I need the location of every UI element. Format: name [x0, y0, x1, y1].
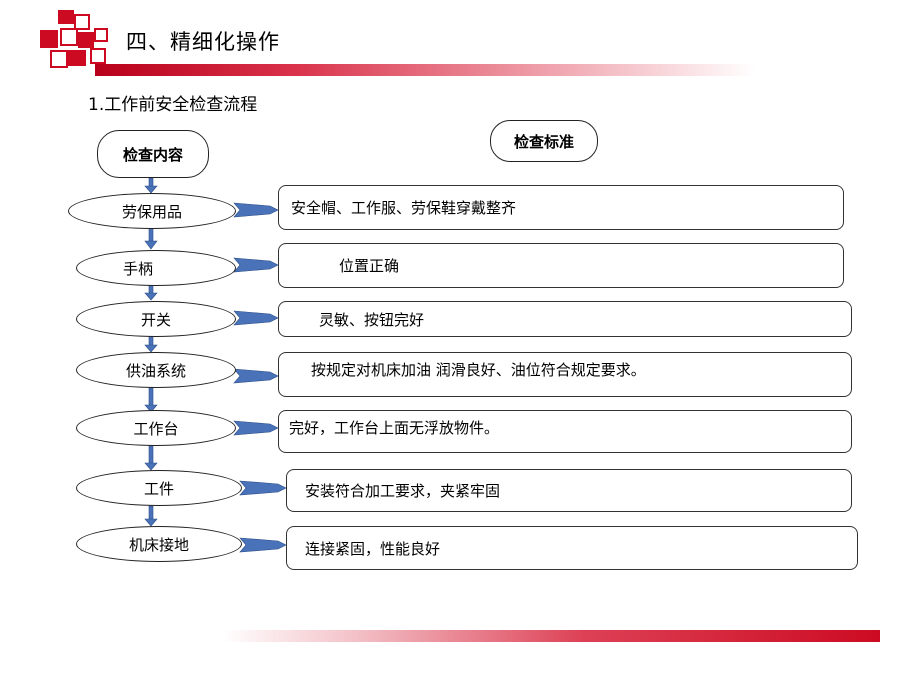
- footer-divider: [222, 630, 880, 642]
- right-arrow-7: [239, 537, 287, 553]
- down-arrow-3: [144, 283, 158, 301]
- standard-workpiece: 安装符合加工要求，夹紧牢固: [286, 469, 852, 512]
- down-arrow-6: [144, 445, 158, 471]
- item-ppe: 劳保用品: [68, 193, 236, 229]
- right-arrow-3: [233, 310, 279, 326]
- right-arrow-6: [239, 480, 287, 496]
- inspection-content-header: 检查内容: [97, 130, 209, 178]
- down-arrow-1: [144, 177, 158, 194]
- item-oil-system: 供油系统: [76, 352, 236, 388]
- logo-mark: [40, 10, 110, 70]
- item-workpiece: 工件: [76, 470, 242, 506]
- item-grounding: 机床接地: [76, 526, 242, 562]
- right-arrow-5: [233, 420, 279, 436]
- page-title: 四、精细化操作: [126, 30, 280, 54]
- down-arrow-7: [144, 505, 158, 527]
- down-arrow-5: [144, 387, 158, 413]
- item-worktable: 工作台: [76, 410, 236, 446]
- inspection-standard-header: 检查标准: [490, 120, 598, 162]
- standard-grounding: 连接紧固，性能良好: [286, 526, 858, 570]
- section-subtitle: 1.工作前安全检查流程: [88, 95, 258, 115]
- item-handle: 手柄: [76, 250, 236, 286]
- standard-oil-system: 按规定对机床加油 润滑良好、油位符合规定要求。: [278, 352, 852, 397]
- standard-handle: 位置正确: [278, 243, 844, 288]
- right-arrow-1: [233, 202, 279, 218]
- item-switch: 开关: [76, 301, 236, 337]
- header-divider: [95, 64, 755, 76]
- down-arrow-4: [144, 335, 158, 353]
- standard-worktable: 完好，工作台上面无浮放物件。: [278, 410, 852, 453]
- right-arrow-2: [233, 257, 279, 273]
- standard-switch: 灵敏、按钮完好: [278, 301, 852, 337]
- down-arrow-2: [144, 227, 158, 250]
- standard-ppe: 安全帽、工作服、劳保鞋穿戴整齐: [278, 185, 844, 230]
- right-arrow-4: [233, 368, 279, 384]
